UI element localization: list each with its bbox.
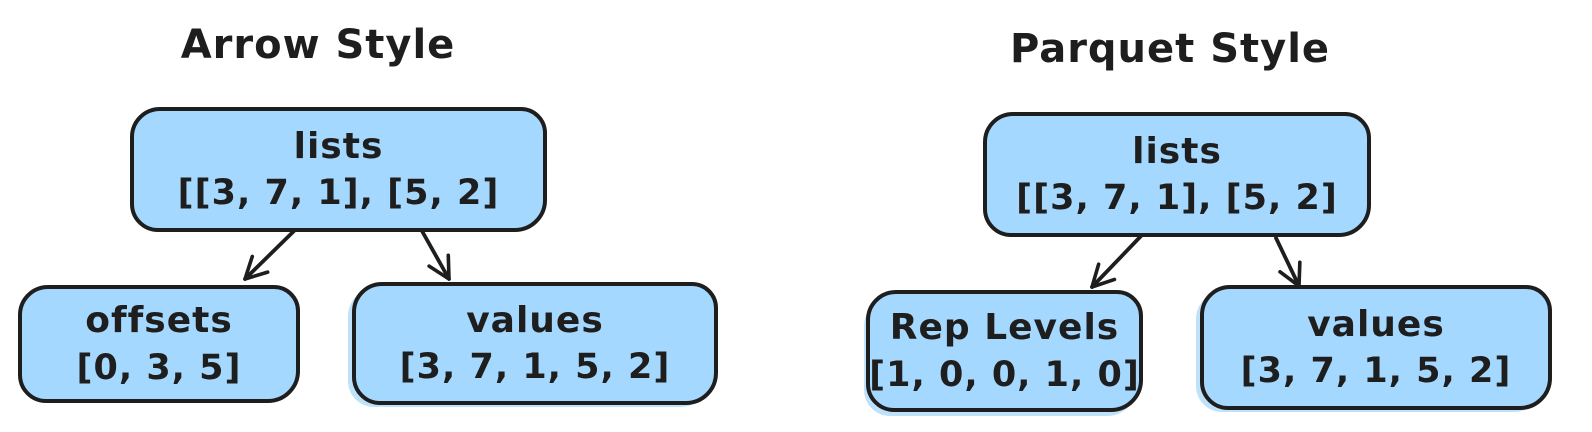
- node-value: [[3, 7, 1], [5, 2]: [177, 173, 500, 214]
- node-value: [[3, 7, 1], [5, 2]: [1016, 178, 1338, 219]
- arrow-lists-to-values-left: [420, 229, 451, 281]
- arrow-lists-to-offsets: [243, 227, 298, 281]
- node-rep-levels: Rep Levels [1, 0, 0, 1, 0]: [866, 290, 1143, 412]
- node-label: lists: [1132, 130, 1222, 172]
- node-lists-arrow: lists [[3, 7, 1], [5, 2]: [130, 107, 547, 232]
- node-lists-parquet: lists [[3, 7, 1], [5, 2]: [983, 112, 1371, 237]
- node-value: [3, 7, 1, 5, 2]: [1240, 351, 1512, 392]
- diagram-title-parquet-style: Parquet Style: [1009, 26, 1331, 72]
- node-values-parquet: values [3, 7, 1, 5, 2]: [1200, 285, 1552, 410]
- node-value: [1, 0, 0, 1, 0]: [869, 354, 1140, 395]
- node-label: values: [1307, 303, 1445, 345]
- arrow-lists-to-replevels: [1090, 234, 1143, 289]
- arrow-lists-to-values-right: [1274, 236, 1302, 288]
- node-label: offsets: [85, 300, 233, 342]
- node-values-arrow: values [3, 7, 1, 5, 2]: [352, 282, 718, 405]
- node-label: Rep Levels: [889, 307, 1120, 349]
- node-value: [0, 3, 5]: [76, 347, 242, 388]
- node-value: [3, 7, 1, 5, 2]: [399, 347, 671, 388]
- node-label: values: [466, 299, 604, 341]
- node-offsets: offsets [0, 3, 5]: [18, 285, 300, 403]
- diagram-title-arrow-style: Arrow Style: [180, 22, 456, 68]
- node-label: lists: [293, 125, 384, 167]
